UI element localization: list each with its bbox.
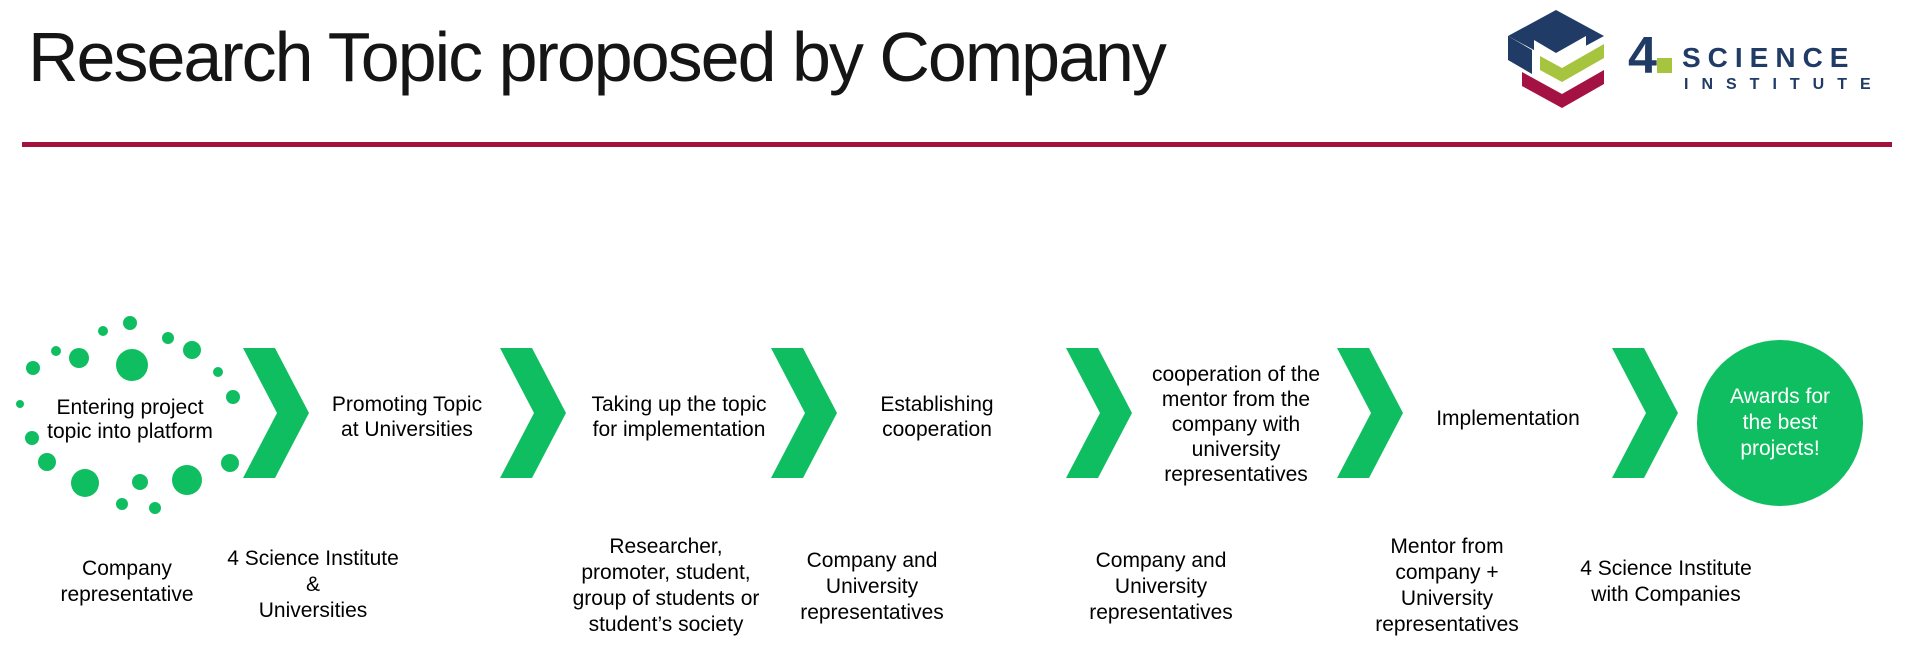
role-label-6: Mentor from company + University represe… [1375,535,1519,636]
chevron-arrow-icon [243,348,309,478]
chevron-arrow-icon [1612,348,1678,478]
step-label-6: Implementation [1436,407,1580,430]
title-divider-line [22,142,1892,147]
chevron-arrow-icon [771,348,837,478]
step-label-7: Awards for the best projects! [1730,385,1830,460]
chevron-arrow-icon [1337,348,1403,478]
layers-logo-icon [1508,10,1604,108]
company-logo: 4 SCIENCE INSTITUTE [1500,6,1900,110]
page-title: Research Topic proposed by Company [28,18,1167,96]
role-label-1: Company representative [60,557,194,606]
role-label-5: Company and University representatives [1089,549,1233,624]
logo-number: 4 [1628,27,1657,85]
role-label-2: 4 Science Institute & Universities [227,547,399,622]
role-label-4: Company and University representatives [800,549,944,624]
logo-square-icon [1657,58,1672,73]
step-label-5: cooperation of the mentor from the compa… [1151,363,1321,486]
step-label-1: Entering project topic into platform [47,396,213,443]
chevron-arrow-icon [1066,348,1132,478]
step-label-3: Taking up the topic for implementation [591,393,767,441]
logo-name: SCIENCE [1682,42,1856,73]
role-label-3: Researcher, promoter, student, group of … [572,535,760,636]
dotted-circle-icon [16,316,240,514]
chevron-arrow-icon [500,348,566,478]
award-circle: Awards for the best projects! [1697,340,1863,506]
step-label-4: Establishing cooperation [880,393,994,441]
logo-subtitle: INSTITUTE [1684,76,1884,93]
step-label-2: Promoting Topic at Universities [331,393,483,441]
role-label-7: 4 Science Institute with Companies [1580,557,1752,606]
